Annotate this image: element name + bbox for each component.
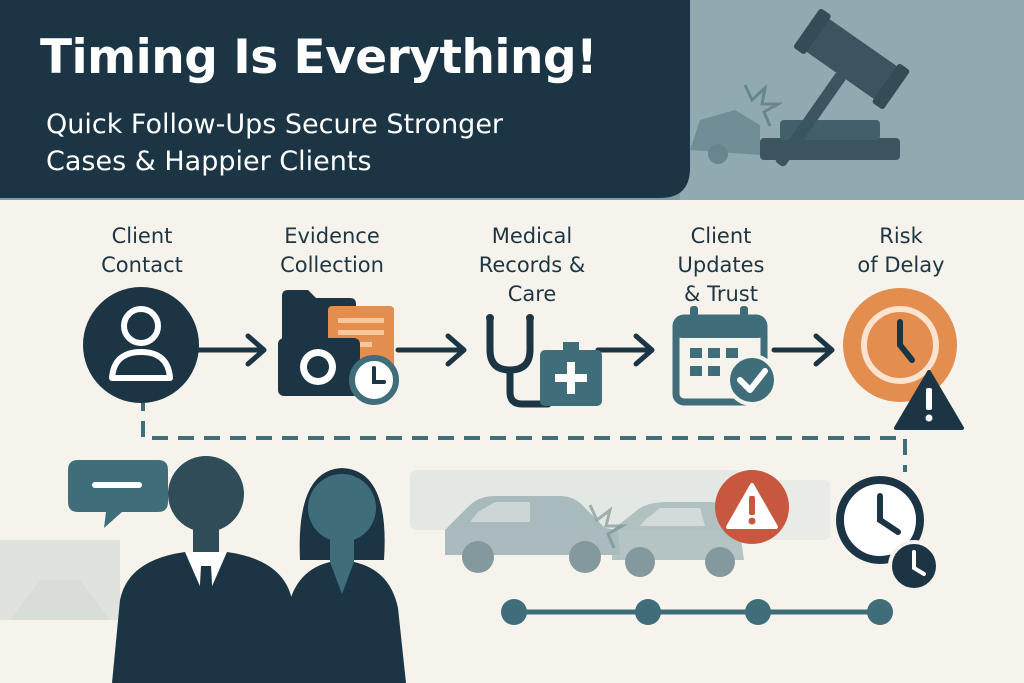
step-label-risk-of-delay: Risk of Delay (816, 222, 986, 280)
subtitle-line-2: Cases & Happier Clients (46, 146, 372, 177)
step-label-line: Updates (677, 253, 765, 277)
step-arrows (195, 333, 835, 367)
step-label-client-contact: Client Contact (57, 222, 227, 280)
step-label-line: Client (111, 224, 173, 248)
step-label-line: of Delay (857, 253, 945, 277)
arrow-1 (195, 333, 267, 367)
step-label-evidence-collection: Evidence Collection (247, 222, 417, 280)
warning-icon (715, 470, 789, 544)
step-label-line: & Trust (684, 282, 758, 306)
folder-camera-clock-icon (278, 290, 399, 405)
step-label-medical-records: Medical Records & Care (447, 222, 617, 309)
step-label-line: Client (690, 224, 752, 248)
step-label-line: Collection (280, 253, 384, 277)
car-left-icon (445, 496, 620, 573)
timeline-dot (635, 599, 661, 625)
step-label-line: Risk (879, 224, 923, 248)
lawyer-woman-icon (280, 468, 406, 683)
car-right-icon (612, 502, 744, 577)
timeline-dot (745, 599, 771, 625)
header-banner (0, 0, 1024, 200)
clock-warning-icon (843, 288, 964, 430)
lawyer-man-icon (112, 456, 300, 683)
step-label-line: Evidence (284, 224, 380, 248)
crash-car-faded-icon (690, 83, 784, 164)
accident-scene-background (0, 470, 830, 620)
gavel-icon (760, 8, 910, 167)
arrow-2 (395, 333, 467, 367)
stethoscope-first-aid-icon (486, 314, 602, 408)
page-title: Timing Is Everything! (40, 30, 598, 85)
arrow-4 (771, 333, 835, 367)
step-label-client-updates: Client Updates & Trust (636, 222, 806, 309)
timeline-dot (867, 599, 893, 625)
title-panel (0, 0, 690, 198)
person-icon (83, 287, 199, 403)
dashed-connector (141, 395, 907, 472)
step-label-line: Care (507, 282, 557, 306)
step-label-line: Contact (101, 253, 183, 277)
speech-bubble-icon (68, 460, 168, 528)
page-subtitle: Quick Follow-Ups Secure Stronger Cases &… (46, 106, 606, 180)
arrow-3 (595, 333, 655, 367)
subtitle-line-1: Quick Follow-Ups Secure Stronger (46, 109, 504, 140)
timeline-bar (501, 599, 893, 625)
step-label-line: Records & (478, 253, 586, 277)
timeline-dot (501, 599, 527, 625)
calendar-check-icon (672, 306, 778, 406)
crash-impact-icon (588, 504, 628, 549)
clock-icon (836, 476, 940, 592)
step-label-line: Medical (491, 224, 573, 248)
courthouse-faded-icon (0, 540, 120, 620)
